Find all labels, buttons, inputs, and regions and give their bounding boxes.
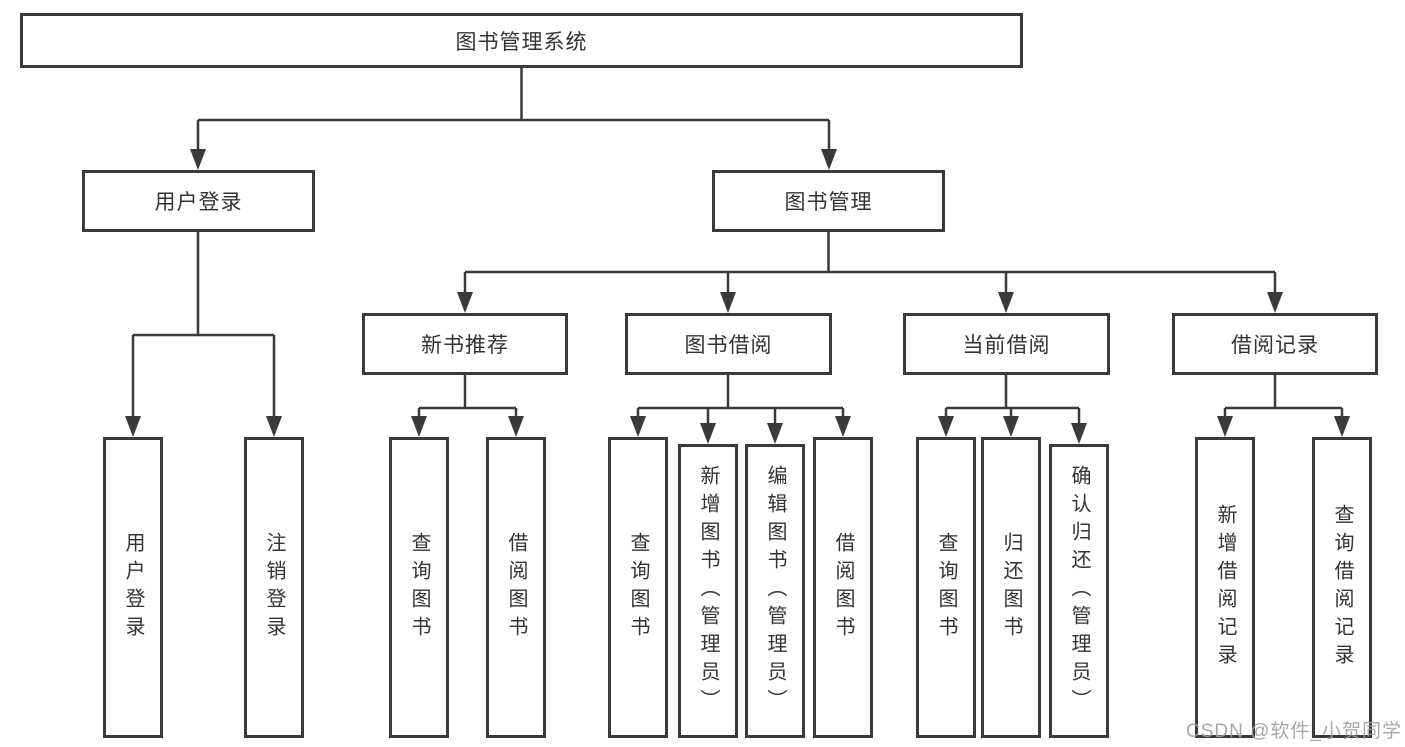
leaf-label: 编辑图书（管理员） [764, 465, 786, 717]
leaf-label: 注销登录 [263, 531, 285, 644]
csdn-watermark: CSDN @软件_小贺同学 [1186, 721, 1402, 742]
leaf-query-books-recommend: 查询图书 [389, 437, 449, 738]
node-current-borrow: 当前借阅 [903, 313, 1110, 375]
leaf-borrow-books: 借阅图书 [813, 437, 873, 738]
leaf-add-books-admin: 新增图书（管理员） [678, 444, 738, 738]
leaf-label: 新增借阅记录 [1214, 503, 1236, 672]
leaf-borrow-books-recommend: 借阅图书 [486, 437, 546, 738]
node-user-login: 用户登录 [82, 170, 315, 232]
leaf-user-login: 用户登录 [103, 437, 163, 738]
node-book-borrow: 图书借阅 [625, 313, 832, 375]
leaf-add-borrow-record: 新增借阅记录 [1195, 437, 1255, 738]
leaf-label: 用户登录 [122, 531, 144, 644]
leaf-label: 查询图书 [408, 531, 430, 644]
leaf-query-books-current: 查询图书 [916, 437, 976, 738]
leaf-label: 查询借阅记录 [1331, 503, 1353, 672]
leaf-label: 借阅图书 [832, 531, 854, 644]
leaf-label: 新增图书（管理员） [697, 465, 719, 717]
node-borrow-records: 借阅记录 [1172, 313, 1378, 375]
leaf-logout: 注销登录 [244, 437, 304, 738]
leaf-label: 借阅图书 [505, 531, 527, 644]
leaf-label: 查询图书 [935, 531, 957, 644]
leaf-label: 查询图书 [627, 531, 649, 644]
node-book-management: 图书管理 [712, 170, 945, 232]
leaf-query-borrow-record: 查询借阅记录 [1312, 437, 1372, 738]
leaf-return-books: 归还图书 [981, 437, 1041, 738]
node-new-book-recommend: 新书推荐 [362, 313, 568, 375]
leaf-query-books-borrow: 查询图书 [608, 437, 668, 738]
node-book-management-system: 图书管理系统 [20, 13, 1023, 68]
leaf-label: 归还图书 [1000, 531, 1022, 644]
leaf-label: 确认归还（管理员） [1068, 465, 1090, 717]
leaf-confirm-return-admin: 确认归还（管理员） [1049, 444, 1109, 738]
leaf-edit-books-admin: 编辑图书（管理员） [745, 444, 805, 738]
